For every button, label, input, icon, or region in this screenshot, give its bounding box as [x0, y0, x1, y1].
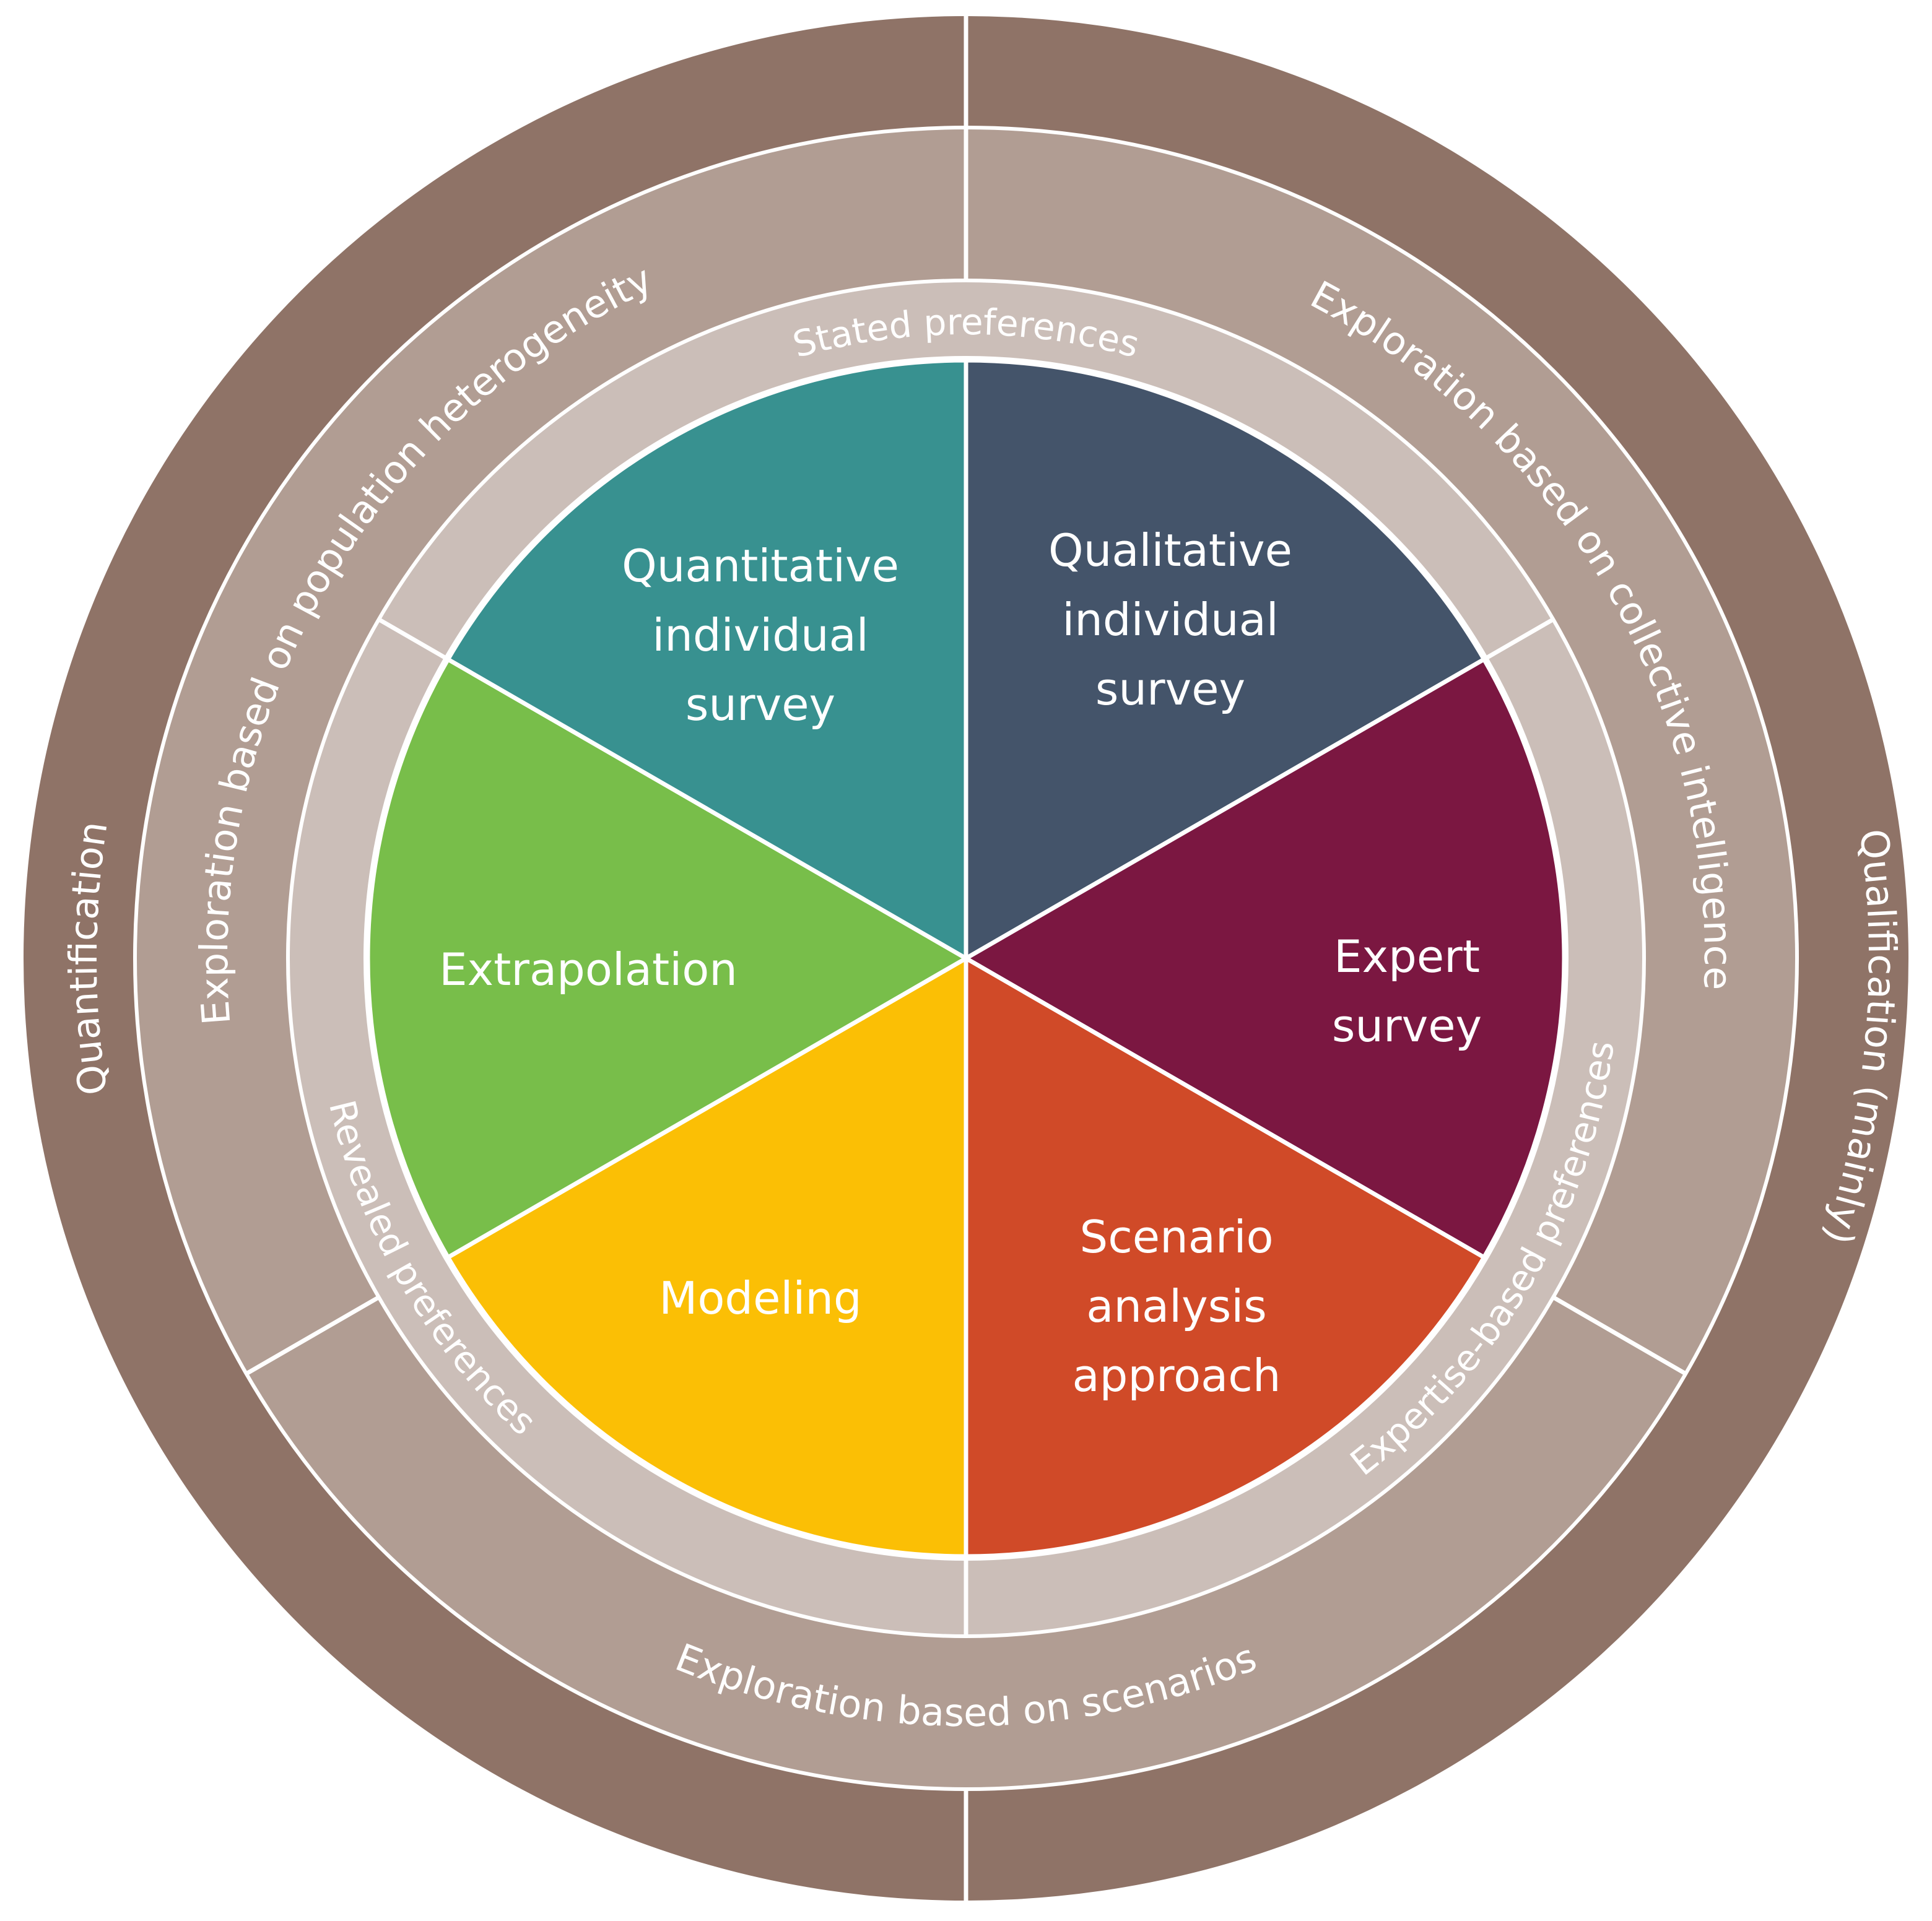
segment-label-3: Modeling [659, 1272, 862, 1324]
middle-divider-lower-left [245, 1295, 380, 1376]
inner-divider-upper-right [1485, 617, 1555, 661]
segment-4 [365, 657, 968, 1260]
segment-1 [964, 657, 1567, 1260]
method-segments [365, 358, 1567, 1559]
middle-divider-lower-right [1552, 1295, 1687, 1376]
inner-divider-upper-left [377, 617, 447, 661]
segment-2 [964, 956, 1487, 1559]
segment-5 [445, 358, 968, 961]
segment-0 [964, 358, 1487, 961]
ring-dividers [133, 15, 1799, 1902]
segment-label-4: Extrapolation [439, 943, 738, 995]
segment-3 [445, 956, 968, 1559]
